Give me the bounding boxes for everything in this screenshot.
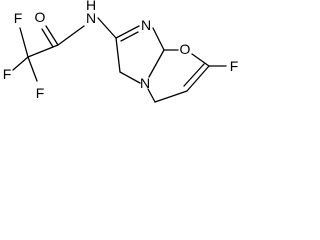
atom-label-o-ring: O: [180, 41, 191, 57]
bond-carbonyl-double-a: [45, 25, 59, 46]
bond-c2-n1-double: [120, 31, 139, 42]
atom-label-n-ring: N: [140, 75, 150, 91]
bond-c7-c6-double: [183, 63, 205, 87]
bond-c7-c6: [186, 65, 210, 92]
bond-c8a-n4: [148, 49, 165, 78]
bond-carbonyl-nh: [57, 25, 85, 46]
bond-c3-c2: [115, 37, 121, 73]
chemical-structure: F F F O N H N O N F: [3, 0, 239, 103]
atom-label-n-imidazole: N: [141, 17, 151, 33]
bond-nh-ring: [97, 17, 117, 39]
bond-c2-n1: [115, 25, 140, 39]
atom-label-f-top: F: [14, 10, 23, 26]
bond-carbonyl-double-b: [41, 28, 54, 48]
atom-labels: F F F O N H N O N F: [3, 0, 239, 101]
bond-cf3-f-top: [19, 27, 29, 58]
bonds: [12, 17, 227, 103]
atom-label-f-bottom: F: [36, 85, 45, 101]
atom-label-f-left: F: [3, 66, 12, 82]
bond-n1-c8a: [152, 27, 165, 51]
bond-c6-c5: [154, 90, 188, 103]
atom-label-h-amide: H: [86, 0, 96, 13]
bond-o-c7: [191, 53, 210, 67]
bond-n4-c3: [119, 71, 141, 84]
atom-label-o-carbonyl: O: [35, 9, 46, 25]
atom-label-f-ring: F: [230, 58, 239, 74]
bond-cf3-f-bottom: [27, 56, 38, 82]
bond-cf3-f-left: [12, 56, 29, 71]
bond-c5-n4: [147, 88, 156, 103]
atom-label-n-amide: N: [86, 10, 96, 26]
